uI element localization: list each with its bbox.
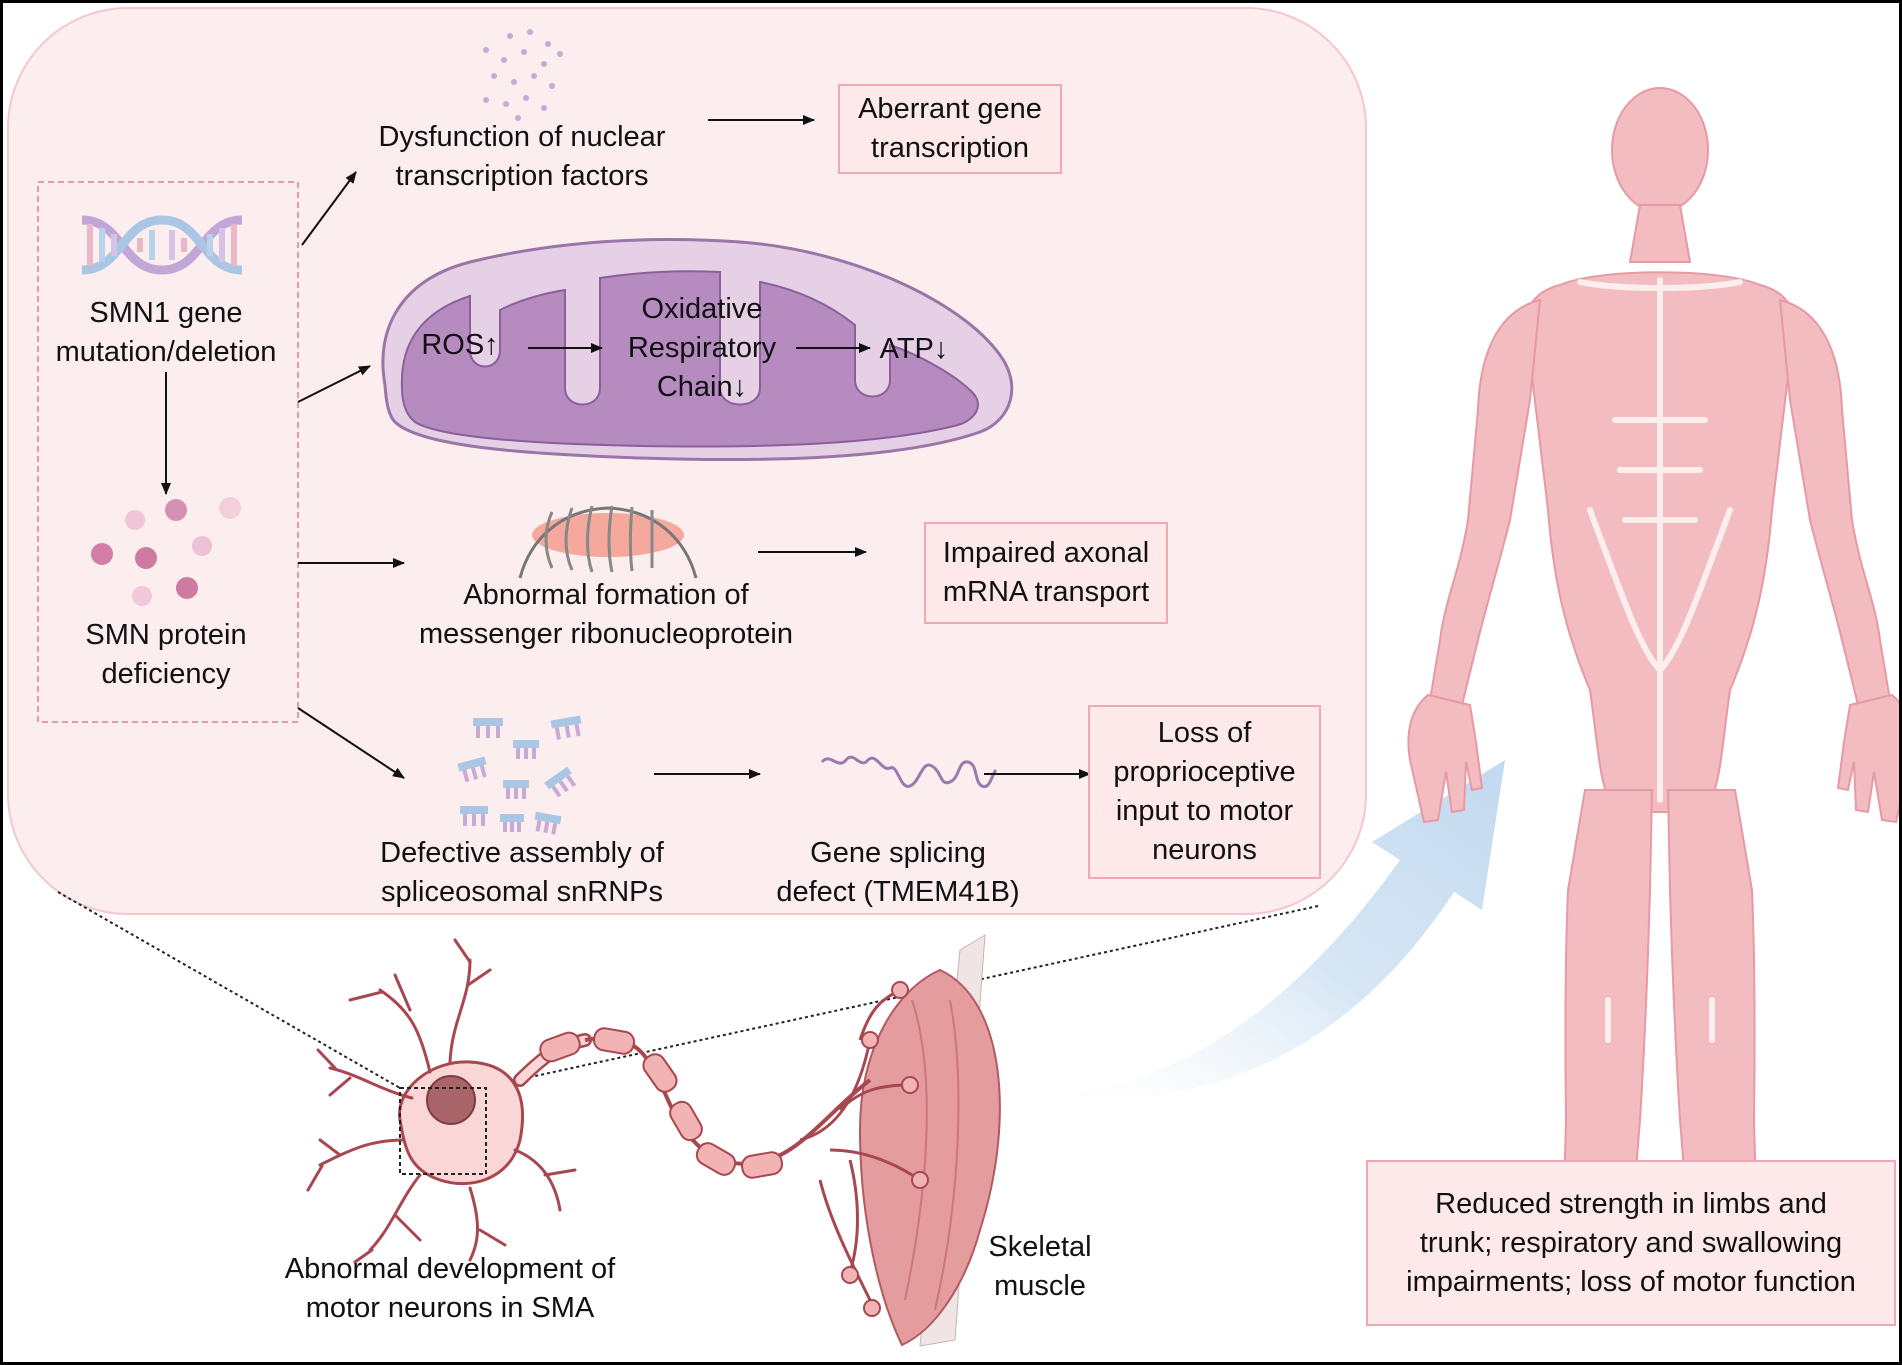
dna-icon bbox=[81, 215, 243, 275]
soma-zoom-box bbox=[399, 1087, 487, 1175]
human-body-icon bbox=[1407, 87, 1902, 1320]
proprioceptive-loss-box: Loss of proprioceptive input to motor ne… bbox=[1088, 705, 1321, 879]
outcome-box: Reduced strength in limbs and trunk; res… bbox=[1366, 1160, 1896, 1326]
smn-protein-label: SMN protein deficiency bbox=[85, 619, 247, 690]
cause-dashed-box bbox=[37, 181, 299, 723]
arrow-to-nuclear-tf bbox=[301, 171, 357, 246]
splicing-defect-label: Gene splicing defect (TMEM41B) bbox=[776, 837, 1020, 908]
mrnp-icon bbox=[518, 505, 698, 579]
smn1-gene-label: SMN1 gene mutation/deletion bbox=[55, 297, 277, 368]
motor-neurons-label: Abnormal development of motor neurons in… bbox=[284, 1253, 616, 1324]
protein-dots-icon bbox=[91, 497, 241, 606]
nuclear-tf-label: Dysfunction of nuclear transcription fac… bbox=[378, 121, 666, 192]
mrnp-formation-label: Abnormal formation of messenger ribonucl… bbox=[419, 579, 793, 650]
arrow-to-snrnp bbox=[297, 707, 405, 779]
ros-label: ROS↑ bbox=[421, 329, 499, 361]
rna-strand-icon bbox=[820, 755, 998, 789]
axonal-transport-box: Impaired axonal mRNA transport bbox=[924, 522, 1168, 624]
mechanism-panel bbox=[7, 7, 1367, 915]
skeletal-muscle-icon bbox=[858, 934, 1001, 1347]
aberrant-transcription-box: Aberrant gene transcription bbox=[838, 84, 1062, 174]
mitochondrion-icon bbox=[381, 238, 1014, 462]
snrnp-icon bbox=[457, 715, 582, 835]
atp-label: ATP↓ bbox=[879, 333, 949, 365]
arrow-to-mitochondrion bbox=[297, 365, 371, 403]
oxidative-chain-label: Oxidative Respiratory Chain↓ bbox=[627, 293, 777, 403]
snrnp-assembly-label: Defective assembly of spliceosomal snRNP… bbox=[380, 837, 664, 908]
skeletal-muscle-label: Skeletal muscle bbox=[988, 1231, 1092, 1302]
zoom-line-left bbox=[57, 891, 401, 1089]
progression-arrow bbox=[1045, 760, 1505, 1099]
transcription-factor-dots-icon bbox=[483, 29, 563, 121]
